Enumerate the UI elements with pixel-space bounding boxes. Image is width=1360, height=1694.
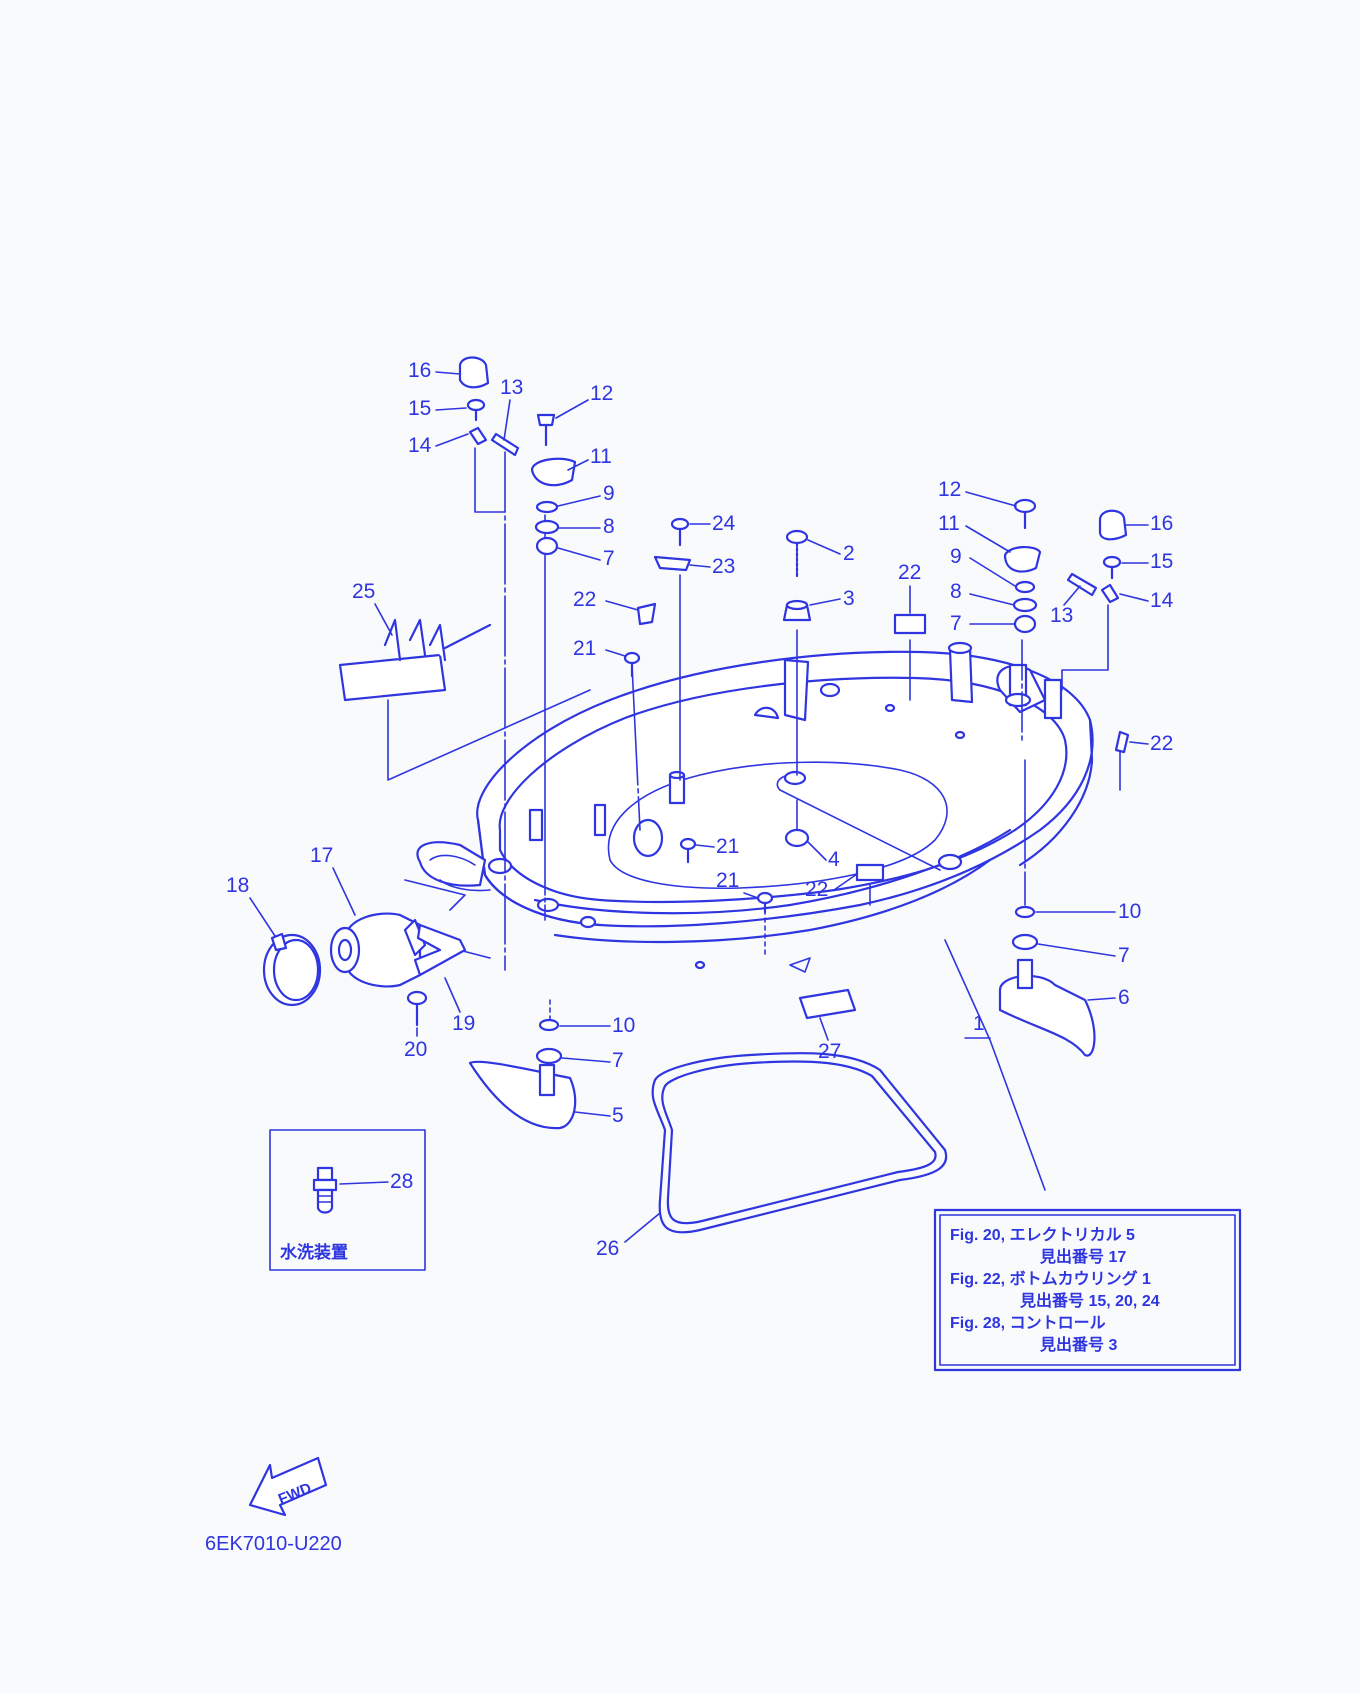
callout-16: 16 xyxy=(1150,512,1173,535)
info-line-3: Fig. 22, ボトムカウリング 1 xyxy=(950,1269,1151,1288)
callout-25: 25 xyxy=(352,580,375,603)
fwd-arrow-icon: FWD xyxy=(248,1456,328,1517)
callout-2: 2 xyxy=(843,542,855,565)
callout-10: 10 xyxy=(612,1014,635,1037)
callout-19: 19 xyxy=(452,1012,475,1035)
callout-12: 12 xyxy=(590,382,613,405)
callout-13: 13 xyxy=(500,376,523,399)
callout-22: 22 xyxy=(805,878,828,901)
callout-numbers: 16 13 12 15 14 11 9 8 7 24 23 2 3 22 22 … xyxy=(226,359,1174,1260)
info-line-2: 見出番号 17 xyxy=(1039,1247,1126,1266)
callout-22: 22 xyxy=(898,561,921,584)
info-line-6: 見出番号 3 xyxy=(1039,1335,1117,1354)
callout-3: 3 xyxy=(843,587,855,610)
callout-7: 7 xyxy=(612,1049,624,1072)
callout-7: 7 xyxy=(603,547,615,570)
callout-24: 24 xyxy=(712,512,736,535)
info-line-1: Fig. 20, エレクトリカル 5 xyxy=(950,1226,1135,1244)
callout-9: 9 xyxy=(950,545,962,568)
callout-8: 8 xyxy=(603,515,615,538)
callout-15: 15 xyxy=(1150,550,1173,573)
callout-18: 18 xyxy=(226,874,249,897)
callout-5: 5 xyxy=(612,1104,624,1127)
callout-6: 6 xyxy=(1118,986,1130,1009)
gasket-26 xyxy=(651,1052,948,1234)
callout-14: 14 xyxy=(1150,589,1174,612)
info-line-4: 見出番号 15, 20, 24 xyxy=(1019,1291,1160,1310)
info-line-5: Fig. 28, コントロール xyxy=(950,1315,1106,1332)
callout-27: 27 xyxy=(818,1040,841,1063)
callout-22: 22 xyxy=(573,588,596,611)
callout-12: 12 xyxy=(938,478,961,501)
callout-21: 21 xyxy=(716,869,739,892)
callout-21: 21 xyxy=(716,835,739,858)
diagram-code: 6EK7010-U220 xyxy=(205,1533,342,1555)
callout-14: 14 xyxy=(408,434,432,457)
small-parts xyxy=(262,356,1130,1130)
callout-26: 26 xyxy=(596,1237,619,1260)
callout-8: 8 xyxy=(950,580,962,603)
callout-1: 1 xyxy=(973,1012,985,1035)
callout-21: 21 xyxy=(573,637,596,660)
callout-11: 11 xyxy=(938,512,960,535)
callout-4: 4 xyxy=(828,848,840,871)
callout-10: 10 xyxy=(1118,900,1141,923)
callout-17: 17 xyxy=(310,844,333,867)
callout-9: 9 xyxy=(603,482,615,505)
callout-11: 11 xyxy=(590,445,612,468)
inset-caption: 水洗装置 xyxy=(280,1242,348,1262)
callout-7: 7 xyxy=(1118,944,1130,967)
callout-23: 23 xyxy=(712,555,735,578)
callout-15: 15 xyxy=(408,397,431,420)
callout-7: 7 xyxy=(950,612,962,635)
cap-16-left xyxy=(458,356,490,389)
info-box: Fig. 20, エレクトリカル 5 見出番号 17 Fig. 22, ボトムカ… xyxy=(933,1208,1242,1372)
callout-13: 13 xyxy=(1050,604,1073,627)
callout-16: 16 xyxy=(408,359,431,382)
callout-20: 20 xyxy=(404,1038,427,1061)
callout-28: 28 xyxy=(390,1170,413,1193)
callout-22: 22 xyxy=(1150,732,1173,755)
inset-box: 28 水洗装置 xyxy=(269,1129,426,1271)
bottom-cowling xyxy=(416,641,1094,973)
